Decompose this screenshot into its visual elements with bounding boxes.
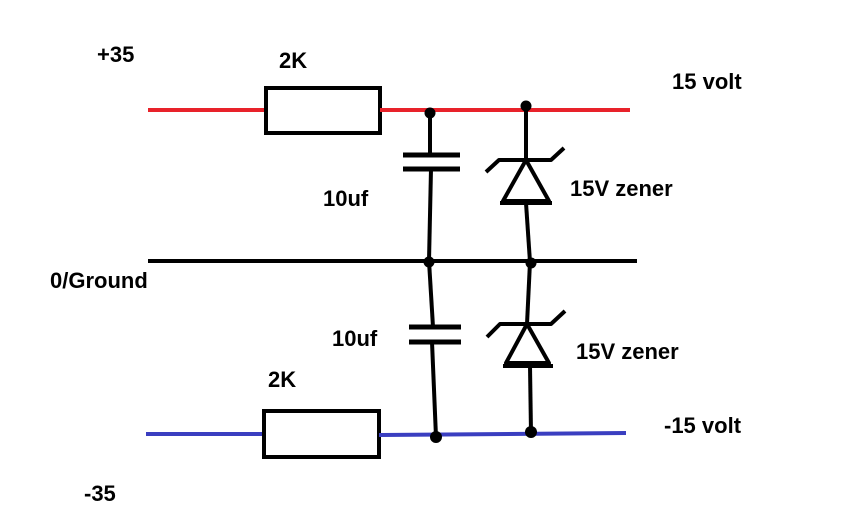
top-resistor <box>264 86 382 135</box>
negative-rail-right-wire <box>378 431 627 437</box>
minus-output-label: -15 volt <box>664 413 742 438</box>
junction-dot-ground-cap <box>423 256 435 268</box>
bottom-resistor-label: 2K <box>268 367 297 392</box>
zener-bottom-lead <box>528 365 533 434</box>
top-capacitor-label: 10uf <box>323 186 369 211</box>
junction-dot-top-zener <box>520 100 532 112</box>
cap-bottom-lead <box>430 341 438 438</box>
bottom-resistor <box>262 409 381 459</box>
cap-mid-lead-upper <box>427 168 433 262</box>
plus-output-label: 15 volt <box>672 69 742 94</box>
ground-label: 0/Ground <box>50 268 148 293</box>
bottom-capacitor-label: 10uf <box>332 326 378 351</box>
junction-dot-top-cap <box>424 107 436 119</box>
junction-dot-bottom-cap <box>430 431 442 443</box>
bottom-zener-label: 15V zener <box>576 339 679 364</box>
zener-mid-lead-lower <box>525 261 532 325</box>
plus-supply-label: +35 <box>97 42 135 67</box>
cap-mid-lead-lower <box>427 260 435 328</box>
top-zener-label: 15V zener <box>570 176 673 201</box>
junction-dot-ground-zener <box>525 257 537 269</box>
zener-mid-lead-upper <box>524 202 532 263</box>
top-resistor-label: 2K <box>279 48 308 73</box>
bottom-zener-anode-triangle <box>504 322 551 365</box>
minus-supply-label: -35 <box>84 481 116 506</box>
junction-dot-bottom-zener <box>525 426 537 438</box>
top-zener-anode-triangle <box>501 158 551 203</box>
